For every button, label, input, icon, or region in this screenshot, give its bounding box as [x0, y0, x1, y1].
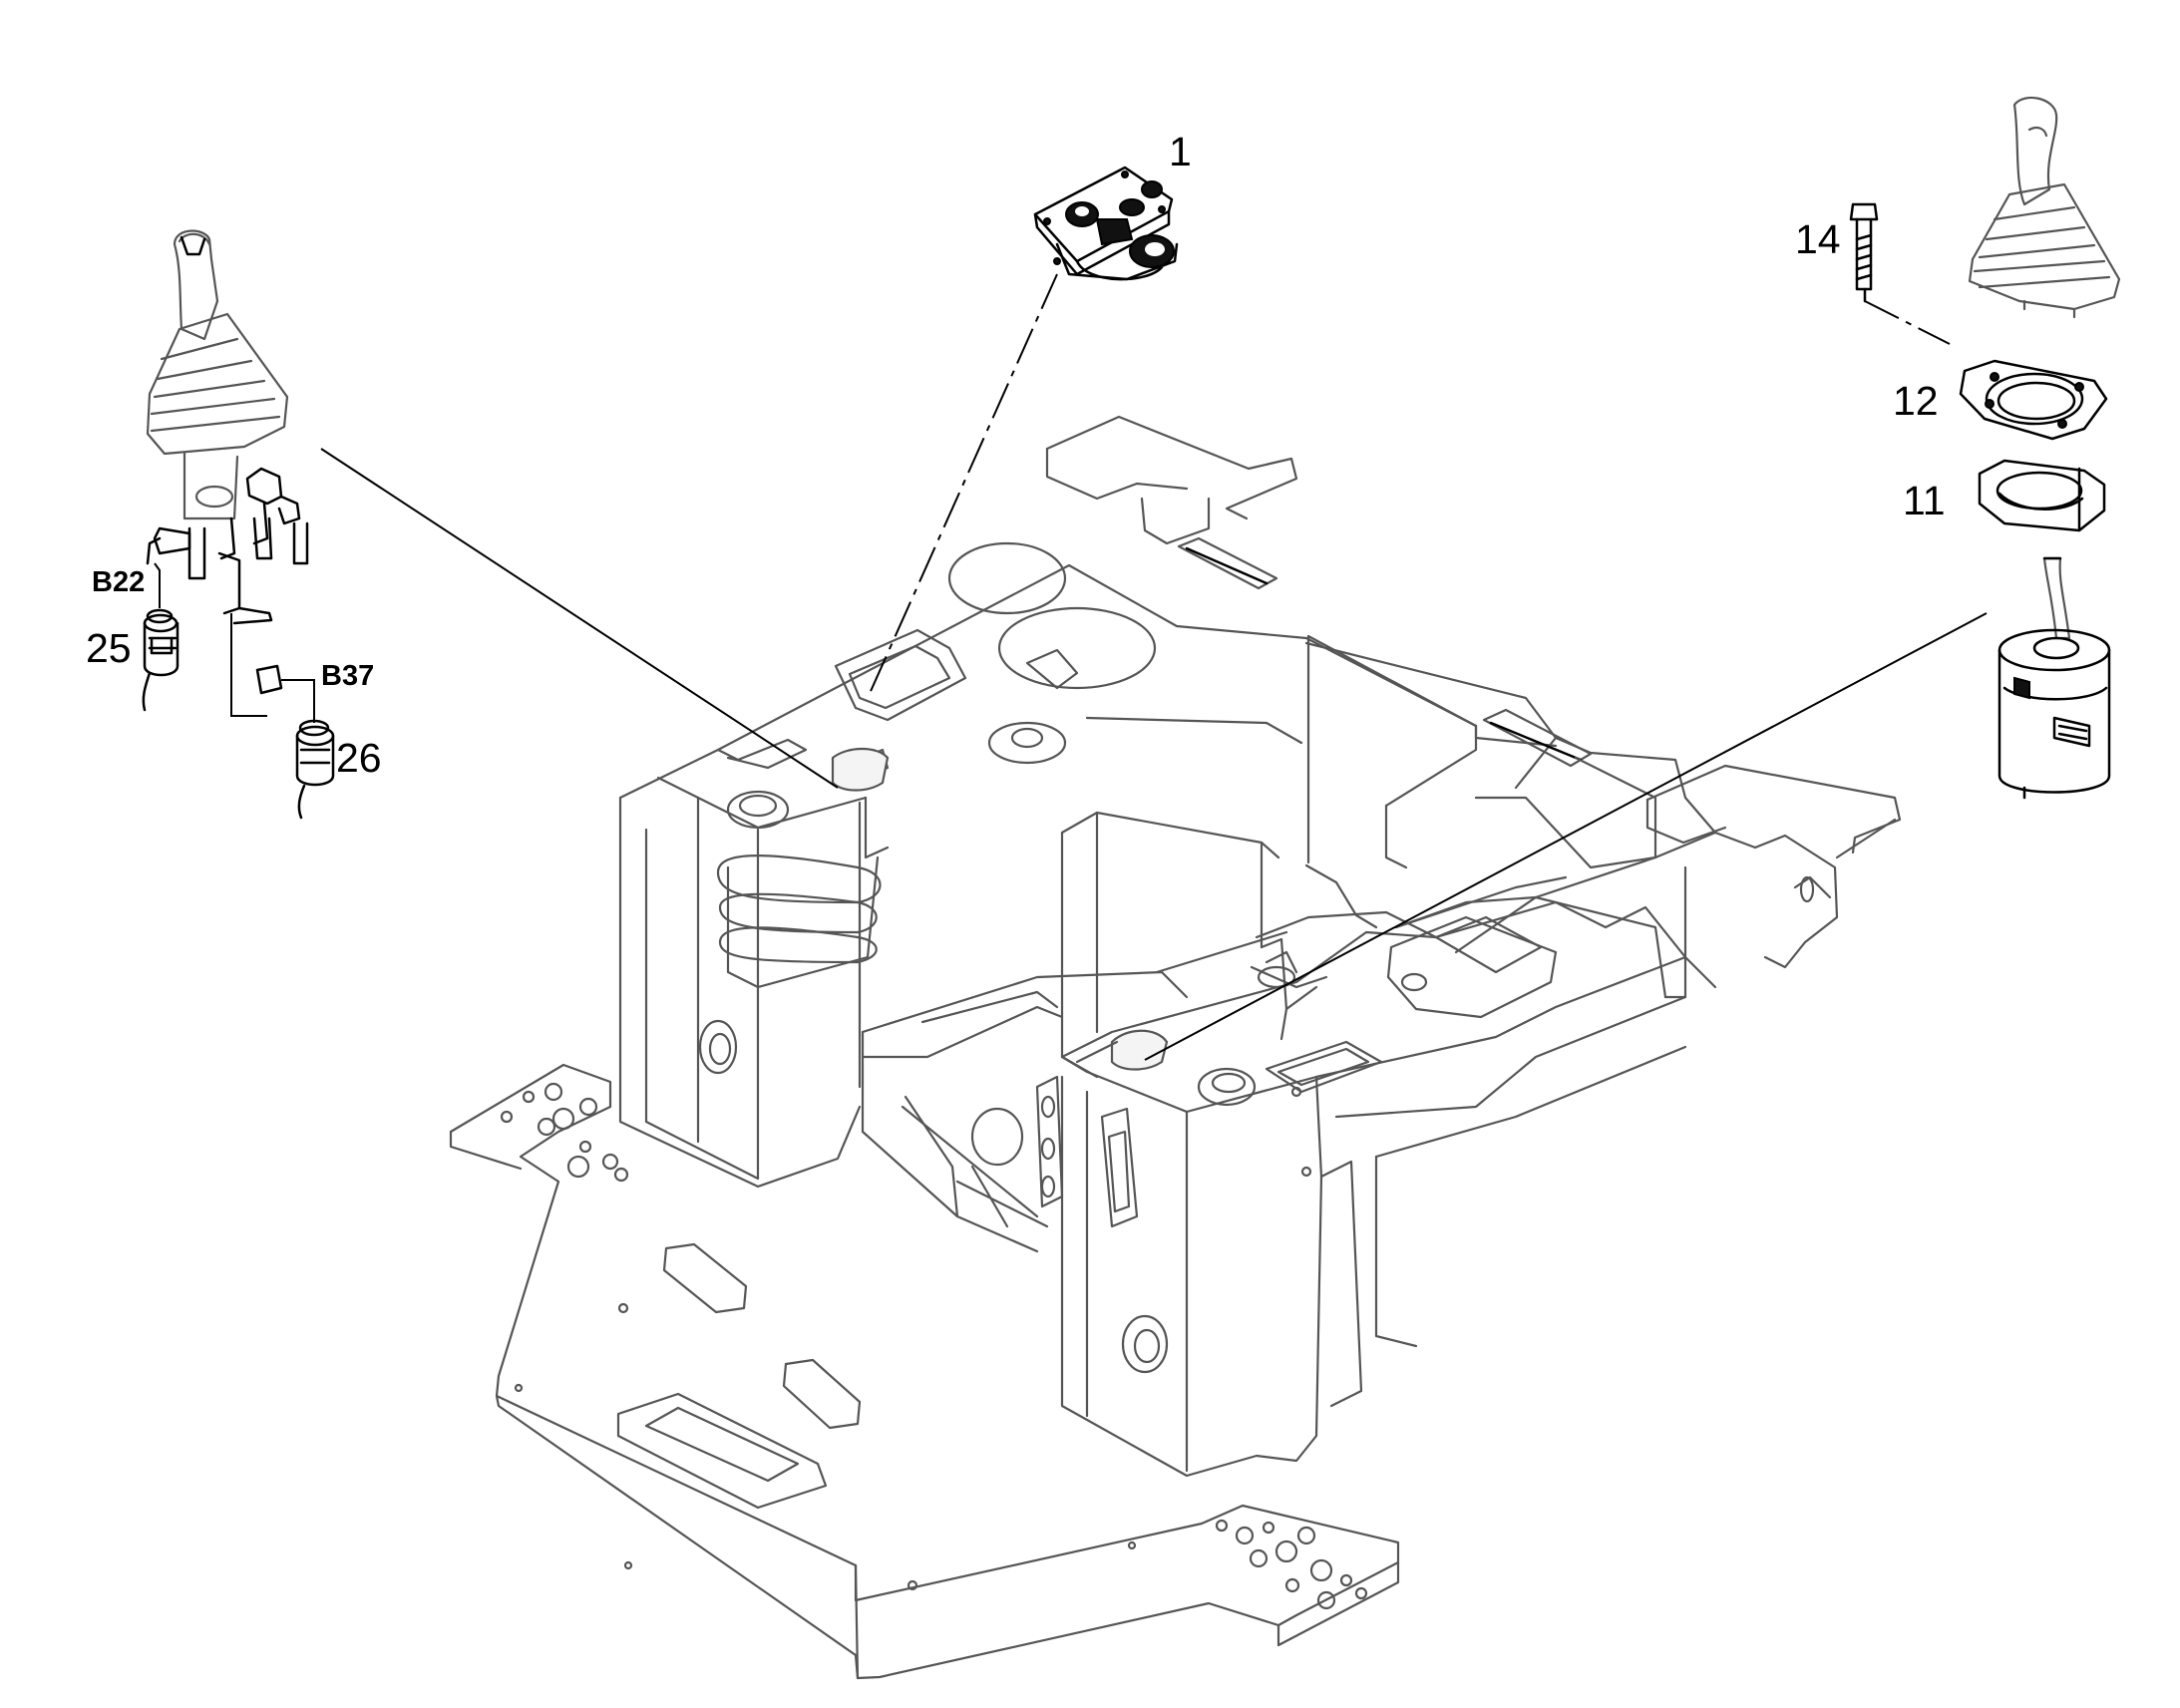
callout-11: 11: [1903, 478, 1946, 523]
frame-center: [864, 641, 1902, 1079]
leader-lines: [320, 273, 1988, 1061]
left-joystick-assembly: [146, 229, 315, 717]
callout-14: 14: [1795, 216, 1841, 262]
frame-lower-tray: [861, 930, 1298, 1253]
right-joystick-grip: [1968, 96, 2121, 319]
frame-left-console: [618, 415, 1478, 1189]
joystick-mounting-plate: [1959, 359, 2108, 441]
callout-26: 26: [336, 735, 382, 781]
right-joystick-valve: [1998, 556, 2111, 800]
control-valve-assembly: [1033, 166, 1179, 281]
callout-25: 25: [86, 625, 132, 671]
tag-b37: B37: [321, 660, 375, 692]
callout-12: 12: [1893, 378, 1939, 424]
pressure-sensor-b37: [295, 716, 335, 820]
pressure-sensor-b22: [142, 562, 180, 712]
tag-b22: B22: [92, 566, 146, 598]
callout-1: 1: [1169, 129, 1192, 174]
frame-right-console: [1035, 875, 1717, 1478]
base-plate: [449, 1063, 1400, 1680]
joystick-mounting-bracket: [1978, 459, 2106, 532]
mounting-bolt: [1849, 202, 1879, 303]
